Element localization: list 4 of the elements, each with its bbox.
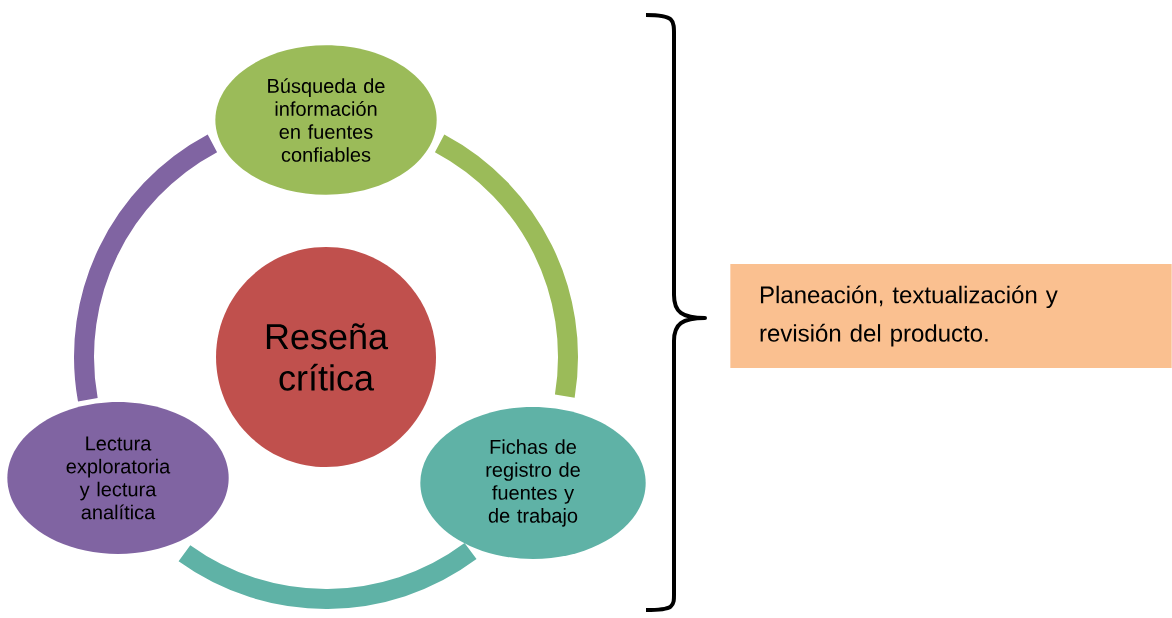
arc-connector	[179, 542, 477, 609]
arc-connector	[74, 134, 218, 401]
arc-connector	[434, 134, 578, 398]
note-box: Planeación, textualización y revisión del producto.	[730, 264, 1172, 368]
